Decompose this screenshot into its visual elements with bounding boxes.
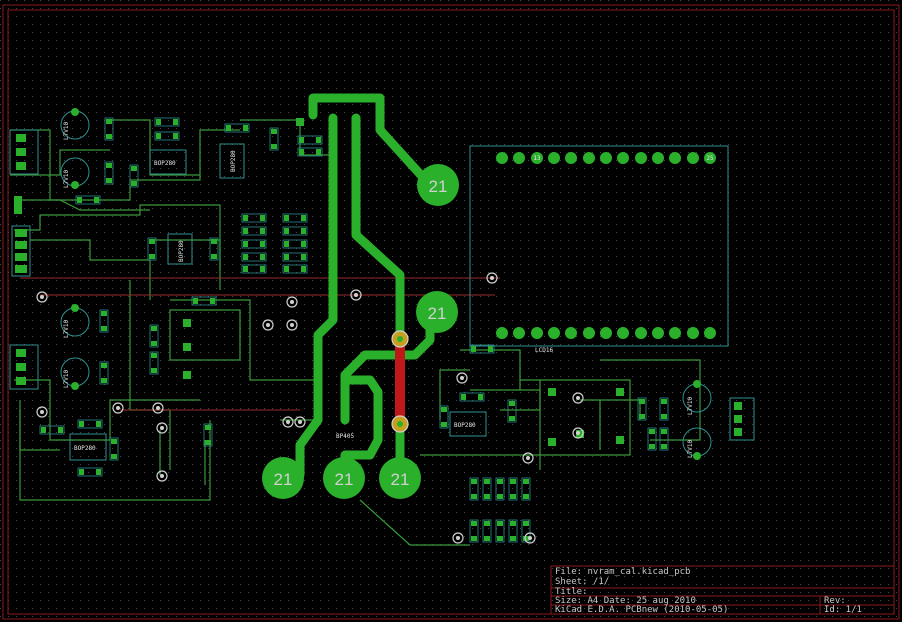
tb-size: Size: A4 Date: 25 aug 2010 (555, 596, 696, 606)
vias-red (391, 330, 409, 433)
tb-kicad: KiCad E.D.A. PCBnew (2010-05-05) (555, 605, 728, 615)
svg-text:L7V10: L7V10 (687, 440, 694, 458)
svg-text:BOP280: BOP280 (74, 445, 96, 452)
svg-text:L7V10: L7V10 (63, 320, 70, 338)
net-pad[interactable]: 21 (417, 164, 459, 206)
net-pad[interactable]: 21 (416, 291, 458, 333)
net-pads: 21 21 21 21 21 (262, 164, 459, 499)
lcd-ref-label: LCD16 (535, 347, 553, 354)
svg-text:13: 13 (533, 155, 541, 162)
tb-title: Title: (555, 587, 588, 597)
svg-text:21: 21 (335, 470, 354, 489)
svg-text:L7V10: L7V10 (687, 397, 694, 415)
svg-text:BOP280: BOP280 (154, 160, 176, 167)
svg-text:21: 21 (274, 470, 293, 489)
net-pad[interactable]: 21 (323, 457, 365, 499)
opamps: BOP280 BOP280 BOP280 BOP280 BOP280 (69, 143, 487, 461)
left-connectors (9, 129, 39, 390)
tb-file: File: nvram_cal.kicad_pcb (555, 567, 690, 577)
svg-text:L7V10: L7V10 (63, 122, 70, 140)
tb-sheet: Sheet: /1/ (555, 577, 609, 587)
svg-text:21: 21 (391, 470, 410, 489)
svg-text:21: 21 (428, 304, 447, 323)
tb-id: Id: 1/1 (824, 605, 862, 615)
svg-text:BOP280: BOP280 (454, 422, 476, 429)
sheet-border (2, 4, 900, 620)
lcd-connector[interactable]: 13 25 LCD16 (469, 145, 729, 354)
ratsnest (20, 277, 500, 411)
svg-text:21: 21 (429, 177, 448, 196)
net-pad[interactable]: 21 (379, 457, 421, 499)
svg-text:BOP280: BOP280 (230, 150, 237, 172)
small-pads (183, 118, 624, 446)
title-block: File: nvram_cal.kicad_pcb Sheet: /1/ Tit… (550, 565, 895, 615)
bp-ref-label: BP405 (336, 433, 354, 440)
svg-text:25: 25 (706, 155, 714, 162)
net-pad[interactable]: 21 (262, 457, 304, 499)
right-connector (729, 397, 755, 441)
svg-text:L7V10: L7V10 (63, 370, 70, 388)
tb-rev: Rev: (824, 596, 846, 606)
copper-traces (295, 93, 435, 480)
svg-text:BOP280: BOP280 (178, 240, 185, 262)
svg-text:L7V10: L7V10 (63, 170, 70, 188)
